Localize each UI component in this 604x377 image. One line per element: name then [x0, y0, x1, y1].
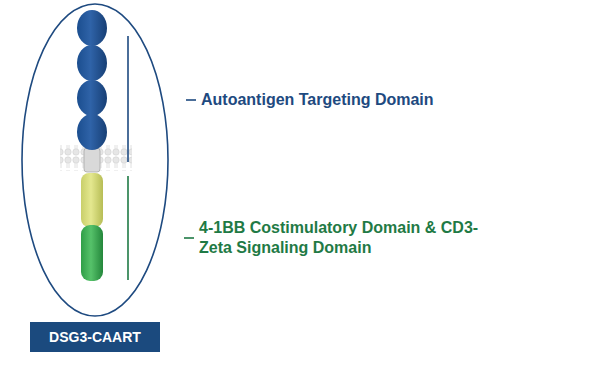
- leader-line: [186, 99, 196, 101]
- ec-domain: [77, 45, 107, 81]
- signaling-domain: [81, 225, 103, 281]
- domain-label: Autoantigen Targeting Domain: [201, 90, 591, 110]
- leader-line: [184, 237, 194, 239]
- ec-domain: [77, 80, 107, 116]
- ec-domain: [77, 114, 107, 150]
- bracket-line: [127, 36, 129, 162]
- cell-outline: [22, 4, 168, 316]
- ec-domain: [77, 10, 107, 46]
- costimulatory-domain: [81, 173, 103, 227]
- transmembrane-segment: [84, 148, 100, 172]
- domain-label: 4-1BB Costimulatory Domain & CD3-Zeta Si…: [199, 218, 499, 258]
- name-box: DSG3-CAART: [30, 322, 160, 352]
- bracket-line: [127, 176, 129, 280]
- box-label: DSG3-CAART: [49, 329, 141, 345]
